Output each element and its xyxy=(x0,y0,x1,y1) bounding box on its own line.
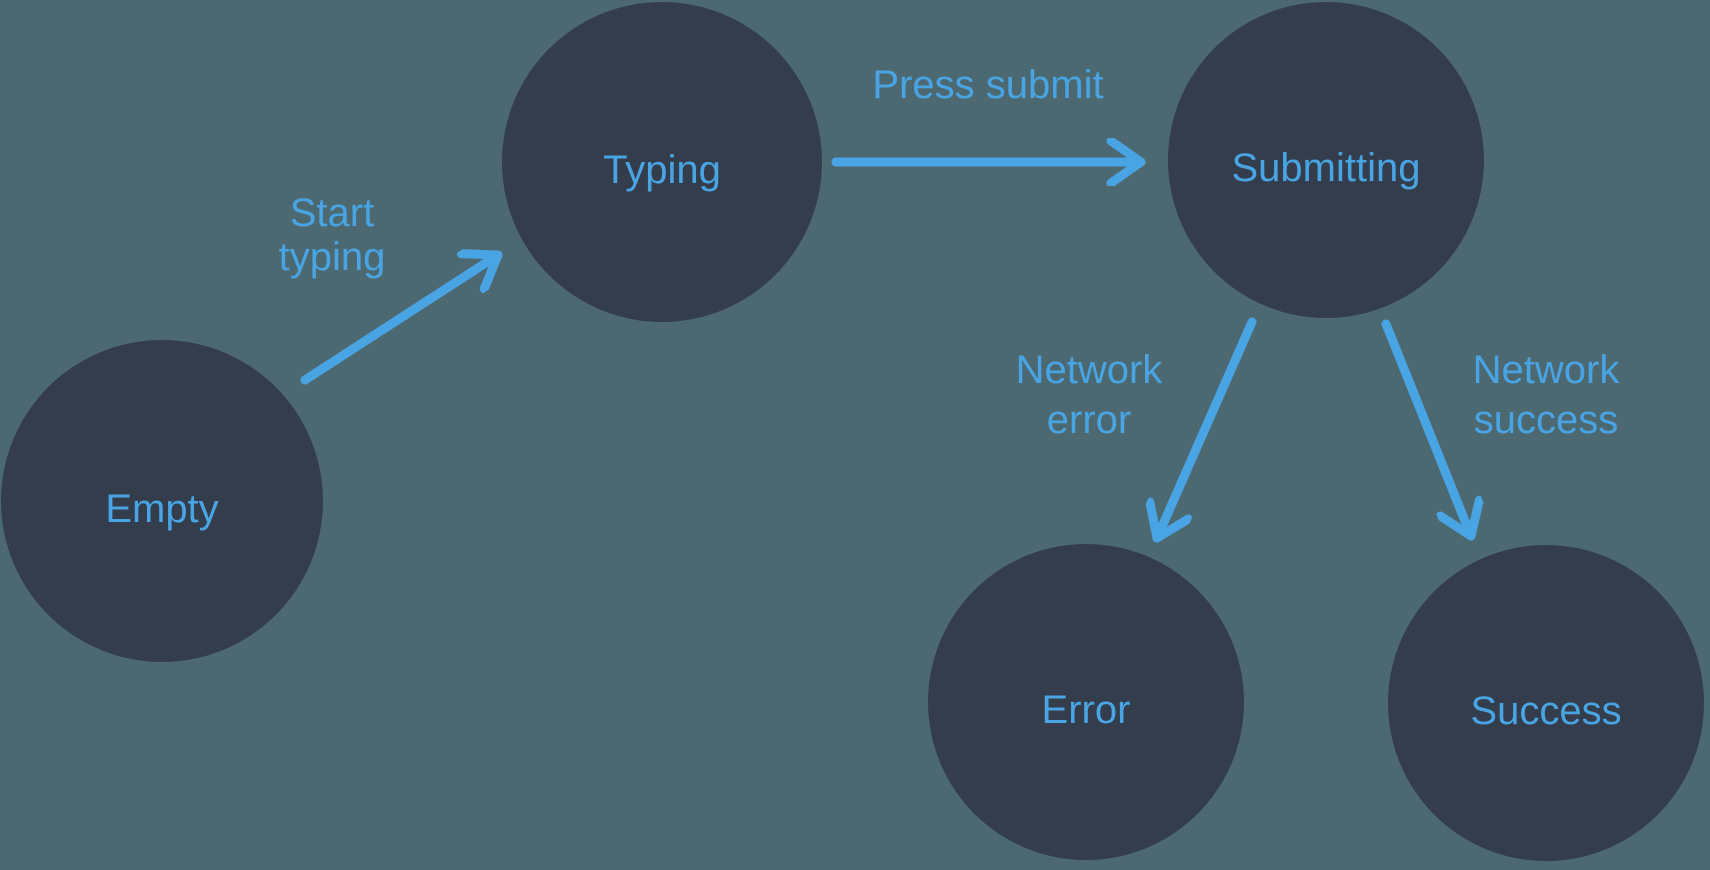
state-label-typing: Typing xyxy=(603,148,721,192)
arrow-submitting-success xyxy=(1381,319,1471,541)
state-node-empty xyxy=(1,340,323,662)
transition-label-network-error-line2: error xyxy=(1047,398,1131,442)
transition-label-network-success-line1: Network xyxy=(1473,348,1621,392)
state-submitting: Submitting xyxy=(1168,2,1484,318)
arrow-submitting-error xyxy=(1157,317,1257,543)
transition-label-press-submit: Press submit xyxy=(872,63,1103,107)
state-node-success xyxy=(1388,545,1704,861)
state-success: Success xyxy=(1388,545,1704,861)
state-node-error xyxy=(928,544,1244,860)
state-label-error: Error xyxy=(1042,688,1131,732)
transition-typing-submitting: Press submit xyxy=(831,63,1146,162)
state-label-submitting: Submitting xyxy=(1232,146,1421,190)
state-error: Error xyxy=(928,544,1244,860)
transition-label-network-error-line1: Network xyxy=(1016,348,1164,392)
state-label-empty: Empty xyxy=(105,487,218,531)
arrow-empty-typing xyxy=(300,255,503,385)
state-node-submitting xyxy=(1168,2,1484,318)
state-label-success: Success xyxy=(1470,689,1621,733)
state-node-typing xyxy=(502,2,822,322)
transition-label-network-success-line2: success xyxy=(1474,398,1619,442)
transition-submitting-error: Network error xyxy=(1016,317,1257,543)
transition-empty-typing: Start typing xyxy=(279,191,503,385)
state-typing: Typing xyxy=(502,2,822,322)
transition-submitting-success: Network success xyxy=(1381,319,1621,541)
transition-label-start-typing-line1: Start xyxy=(290,191,374,235)
transition-label-start-typing-line2: typing xyxy=(279,235,386,279)
state-empty: Empty xyxy=(1,340,323,662)
